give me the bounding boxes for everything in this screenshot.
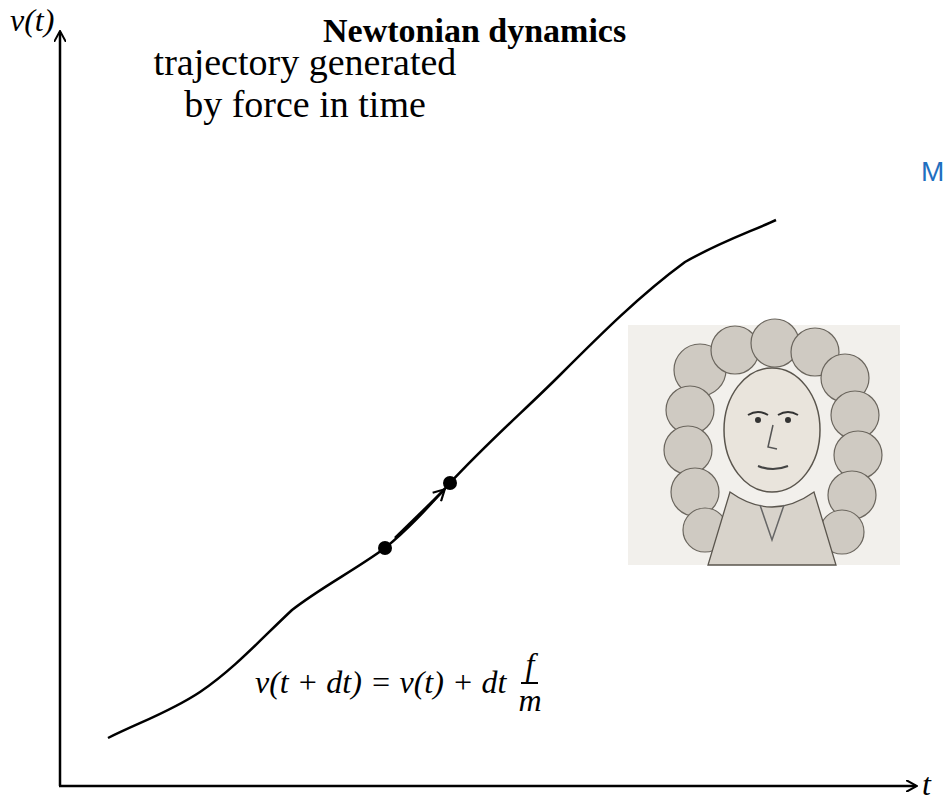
point-dot: [443, 476, 457, 490]
fraction-numerator: f: [521, 648, 538, 684]
equation: v(t + dt) = v(t) + dt f m: [255, 648, 545, 717]
portrait-engraving: [628, 319, 900, 565]
fraction-denominator: m: [514, 684, 545, 718]
point-dot: [378, 541, 392, 555]
step-arrow: [395, 490, 444, 538]
cut-off-letter: M: [921, 156, 944, 188]
axes: [59, 32, 916, 786]
axis-label: v(t): [10, 2, 54, 39]
annotation-text: trajectory generated by force in time: [140, 42, 470, 126]
axis-label: t: [922, 766, 931, 803]
fraction: f m: [514, 648, 545, 717]
trajectory-curve: [108, 220, 776, 738]
equation-text: v(t + dt) = v(t) + dt: [255, 664, 506, 701]
